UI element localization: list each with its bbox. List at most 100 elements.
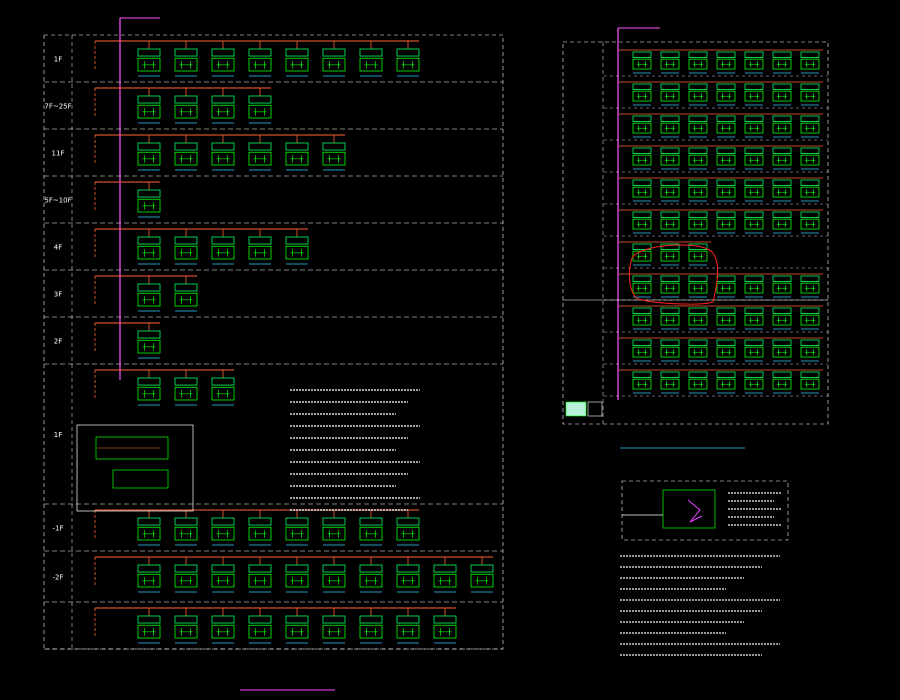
breaker-symbol [772,179,792,198]
breaker-symbol [359,615,383,639]
breaker-label-box [800,371,820,378]
breaker-label-box [772,147,792,154]
breaker-symbol [744,211,764,230]
breaker-box [211,104,235,119]
breaker-box [660,58,680,70]
breaker-box [800,378,820,390]
breaker-box [174,292,198,307]
floor-row: -1F [44,509,503,552]
breaker-label-box [688,371,708,378]
breaker-box [248,245,272,260]
breaker-label-box [322,615,346,624]
breaker-label-box [772,371,792,378]
breaker-symbol [248,48,272,72]
breaker-box [716,218,736,230]
breaker-label-box [660,51,680,58]
breaker-box [248,151,272,166]
breaker-symbol [248,517,272,541]
breaker-symbol [800,147,820,166]
breaker-symbol [174,48,198,72]
breaker-symbol [632,307,652,326]
breaker-symbol [396,517,420,541]
breaker-label-box [716,115,736,122]
breaker-box [772,122,792,134]
breaker-label-box [772,51,792,58]
breaker-symbol [285,564,309,588]
floor-label: 11F [52,150,65,158]
callout-panel [112,469,169,489]
breaker-symbol [688,83,708,102]
breaker-label-box [248,517,272,526]
breaker-label-box [632,243,652,250]
breaker-box [660,314,680,326]
breaker-label-box [137,283,161,292]
breaker-symbol [137,517,161,541]
breaker-symbol [248,95,272,119]
breaker-box [688,378,708,390]
breaker-symbol [800,371,820,390]
breaker-symbol [174,236,198,260]
floor-row: -2F [44,556,503,603]
breaker-box [744,122,764,134]
breaker-box [688,122,708,134]
breaker-label-box [688,51,708,58]
breaker-label-box [285,615,309,624]
breaker-symbol [137,377,161,401]
breaker-symbol [322,517,346,541]
breaker-label-box [772,307,792,314]
breaker-symbol [772,115,792,134]
breaker-label-box [285,517,309,526]
breaker-symbol [359,564,383,588]
breaker-box [716,314,736,326]
breaker-box [688,346,708,358]
breaker-symbol [137,142,161,166]
breaker-symbol [248,564,272,588]
breaker-box [285,526,309,541]
breaker-box [470,573,494,588]
breaker-symbol [285,236,309,260]
breaker-box [137,104,161,119]
breaker-box [716,282,736,294]
floor-label: 1F [54,431,62,439]
floor-label: 4F [54,244,62,252]
floor-row: 4F [44,228,503,271]
floor-row: 2F [44,322,503,365]
legend-panel [662,489,716,529]
breaker-label-box [744,275,764,282]
breaker-label-box [716,371,736,378]
breaker-symbol [632,275,652,294]
breaker-box [322,624,346,639]
meter-box [565,401,587,417]
breaker-label-box [137,330,161,339]
breaker-label-box [211,142,235,151]
breaker-label-box [660,275,680,282]
breaker-box [632,378,652,390]
breaker-symbol [211,517,235,541]
breaker-symbol [688,179,708,198]
breaker-box [772,154,792,166]
breaker-label-box [688,307,708,314]
breaker-box [660,218,680,230]
breaker-box [433,573,457,588]
breaker-label-box [632,211,652,218]
breaker-label-box [433,615,457,624]
breaker-symbol [772,83,792,102]
breaker-box [174,57,198,72]
breaker-box [359,624,383,639]
breaker-label-box [632,115,652,122]
legend-block [620,480,789,656]
breaker-symbol [174,517,198,541]
breaker-box [285,573,309,588]
breaker-label-box [396,517,420,526]
breaker-symbol [716,115,736,134]
breaker-symbol [744,179,764,198]
breaker-box [744,90,764,102]
breaker-label-box [800,339,820,346]
breaker-symbol [137,236,161,260]
floor-label: 7F~25F [44,103,71,111]
breaker-box [744,186,764,198]
breaker-box [660,90,680,102]
right-row [604,49,828,77]
breaker-symbol [716,147,736,166]
breaker-box [211,57,235,72]
